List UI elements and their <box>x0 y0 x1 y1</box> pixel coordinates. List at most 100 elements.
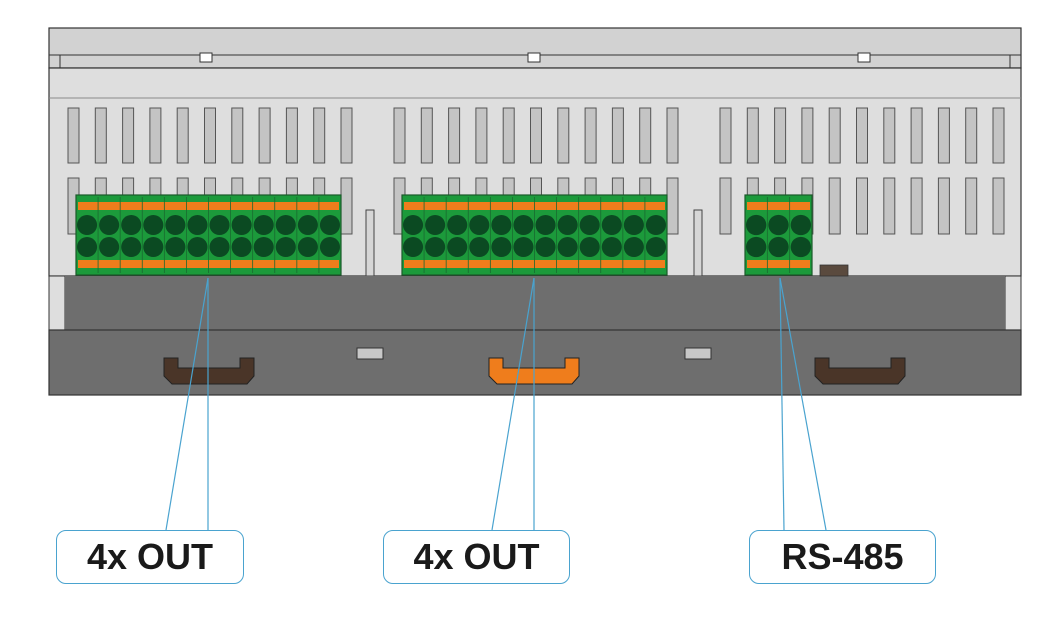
housing-top-rail <box>48 54 61 68</box>
housing-dark-base <box>48 329 1022 396</box>
vent-slot-top <box>746 107 759 164</box>
vent-slot-top <box>94 107 107 164</box>
divider-slot-2 <box>693 209 703 277</box>
terminal-hole-top <box>469 214 490 236</box>
clip-left <box>163 357 255 385</box>
vent-slot-top <box>149 107 162 164</box>
vent-slot-top <box>801 107 814 164</box>
vent-slot-top <box>530 107 542 164</box>
leader-right-b <box>779 277 827 531</box>
terminal-hole-top <box>231 214 252 236</box>
terminal-hole-bottom <box>491 236 512 258</box>
vent-slot-top <box>937 107 950 164</box>
vent-slot-top <box>666 107 679 164</box>
terminal-hole-top <box>425 214 446 236</box>
callout-middle: 4x OUT <box>383 530 570 584</box>
vent-slot-top <box>475 107 488 164</box>
terminal-hole-top <box>557 214 578 236</box>
vent-slot-bottom <box>828 177 841 235</box>
base-tab-left <box>356 347 384 360</box>
vent-slot-top <box>639 107 652 164</box>
terminal-hole-bottom <box>425 236 446 258</box>
terminal-hole-bottom <box>297 236 318 258</box>
vent-slot-bottom <box>992 177 1005 235</box>
callout-right-label: RS-485 <box>781 536 904 577</box>
top-tab-2 <box>527 52 541 63</box>
terminal-hole-top <box>403 214 424 236</box>
vent-slot-top <box>719 107 732 164</box>
vent-slot-bottom <box>965 177 978 235</box>
vent-slot-top <box>992 107 1005 164</box>
vent-slot-top <box>176 107 189 164</box>
terminal-hole-bottom <box>253 236 274 258</box>
terminal-hole-top <box>623 214 644 236</box>
vent-slot-top <box>67 107 80 164</box>
housing-lower-side-right <box>1004 275 1022 331</box>
leader-lines <box>165 277 827 531</box>
vent-slot-top <box>258 107 271 164</box>
vent-slot-top <box>611 107 624 164</box>
top-tab-3 <box>857 52 871 63</box>
vent-slot-top <box>502 107 515 164</box>
callout-middle-label: 4x OUT <box>413 536 540 577</box>
terminal-hole-top <box>768 214 789 236</box>
vent-slot-top <box>393 107 406 164</box>
terminal-hole-top <box>601 214 622 236</box>
terminal-hole-top <box>275 214 296 236</box>
vent-slot-top <box>883 107 896 164</box>
callout-right: RS-485 <box>749 530 936 584</box>
terminal-hole-top <box>790 214 811 236</box>
housing-lower-side-left <box>48 275 66 331</box>
terminal-hole-bottom <box>121 236 142 258</box>
vent-slot-top <box>774 107 787 164</box>
status-chip <box>819 264 849 277</box>
terminal-hole-top <box>447 214 468 236</box>
terminal-hole-bottom <box>143 236 164 258</box>
terminal-hole-top <box>77 214 98 236</box>
base-tab-right <box>684 347 712 360</box>
terminal-hole-top <box>645 214 666 236</box>
vent-slot-top <box>965 107 978 164</box>
terminal-hole-bottom <box>275 236 296 258</box>
leader-left-a <box>165 277 209 531</box>
vent-slot-bottom <box>937 177 950 235</box>
vent-slot-bottom <box>340 177 353 235</box>
vent-slot-top <box>584 107 597 164</box>
terminal-strip-bottom <box>747 260 810 268</box>
vent-slot-bottom <box>856 177 868 235</box>
vent-slot-top <box>231 107 244 164</box>
clip-right <box>814 357 906 385</box>
vent-slot-top <box>420 107 433 164</box>
terminal-hole-top <box>319 214 341 236</box>
terminal-hole-bottom <box>579 236 600 258</box>
vent-slot-top <box>122 107 135 164</box>
terminal-hole-top <box>187 214 208 236</box>
terminal-hole-top <box>121 214 142 236</box>
vent-slot-top <box>340 107 353 164</box>
leader-right-a <box>779 277 785 531</box>
terminal-hole-top <box>165 214 186 236</box>
terminal-hole-top <box>209 214 230 236</box>
vent-slot-top <box>204 107 216 164</box>
terminal-hole-bottom <box>77 236 98 258</box>
terminal-hole-bottom <box>623 236 644 258</box>
terminal-hole-top <box>99 214 120 236</box>
vent-slot-bottom <box>883 177 896 235</box>
terminal-hole-bottom <box>209 236 230 258</box>
vent-slot-top <box>448 107 461 164</box>
terminal-hole-top <box>535 214 556 236</box>
vent-slot-top <box>828 107 841 164</box>
terminal-hole-top <box>579 214 600 236</box>
vent-slot-bottom <box>666 177 679 235</box>
vent-slot-top <box>285 107 298 164</box>
housing-dark-front <box>65 276 1005 330</box>
terminal-blocks <box>75 194 813 276</box>
terminal-hole-bottom <box>447 236 468 258</box>
terminal-hole-bottom <box>319 236 341 258</box>
terminal-hole-bottom <box>746 236 767 258</box>
vent-slot-top <box>313 107 326 164</box>
terminal-hole-bottom <box>768 236 789 258</box>
terminal-hole-top <box>297 214 318 236</box>
terminal-hole-bottom <box>790 236 811 258</box>
divider-slot-1 <box>365 209 375 277</box>
